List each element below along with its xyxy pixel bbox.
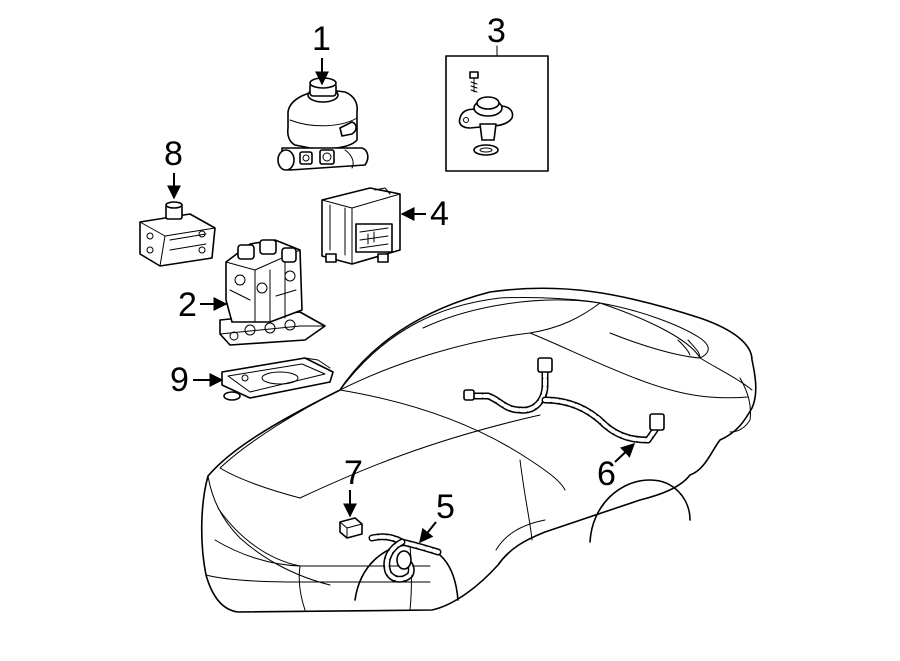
callout-7: 7	[344, 454, 363, 492]
callouts: 1 3 8 4 2 9 7 5 6	[164, 12, 636, 544]
rear-wheel-speed-sensor-harness	[463, 357, 665, 444]
car-body	[200, 287, 757, 613]
callout-3: 3	[487, 12, 506, 50]
relay-block	[139, 201, 216, 267]
callout-8: 8	[164, 135, 183, 173]
sensor-connector	[339, 517, 363, 539]
front-wheel-speed-sensor-harness	[368, 533, 442, 583]
callout-4: 4	[430, 195, 449, 233]
abs-modulator-valve	[219, 239, 326, 346]
callout-6: 6	[597, 455, 616, 493]
callout-5-arrow	[419, 521, 437, 544]
callout-5: 5	[436, 488, 455, 526]
callout-9: 9	[170, 361, 189, 399]
mounting-bracket	[221, 357, 334, 401]
master-cylinder	[277, 77, 369, 171]
callout-6-arrow	[614, 443, 636, 463]
abs-control-module	[321, 187, 401, 265]
pressure-sensor-kit	[445, 55, 549, 172]
callout-1: 1	[312, 20, 331, 58]
callout-2: 2	[178, 286, 197, 324]
